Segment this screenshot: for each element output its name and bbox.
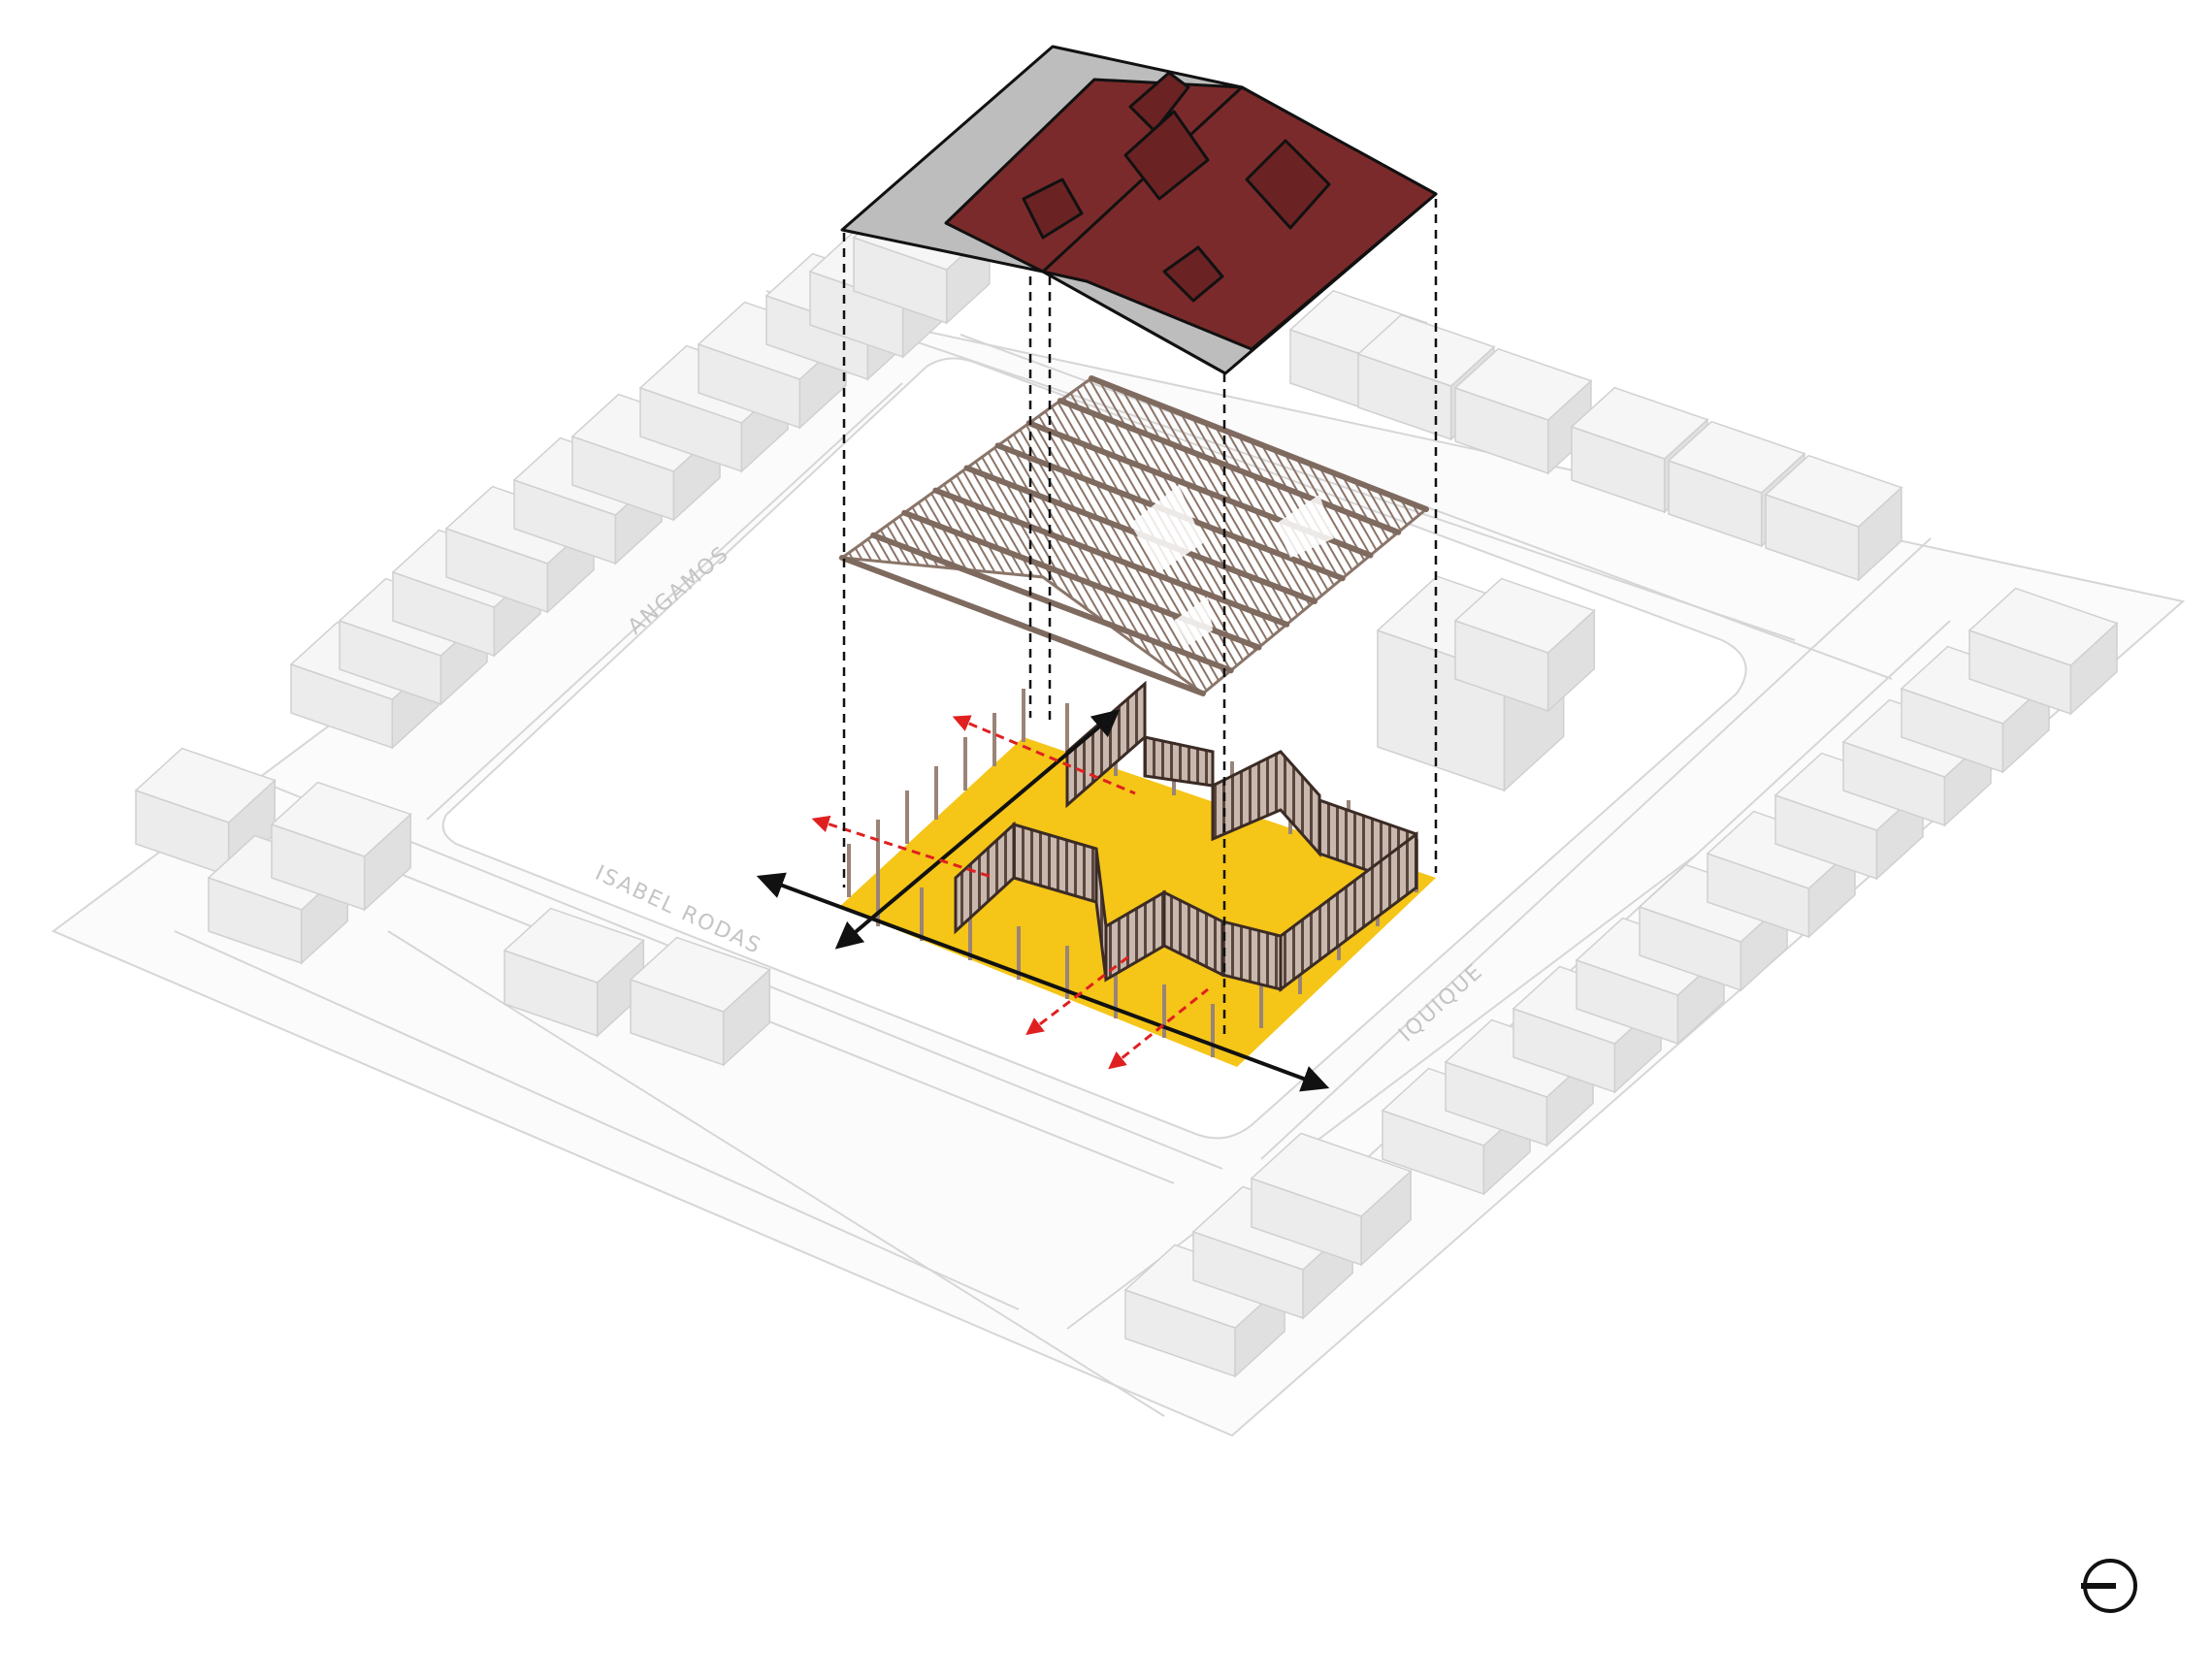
north-arrow-icon: [2081, 1559, 2137, 1613]
context-building: [134, 747, 276, 878]
vent-arrow: [1108, 987, 1209, 1070]
context-building: [270, 781, 412, 912]
context-building: [1250, 1132, 1413, 1267]
context-building: [1764, 454, 1903, 582]
roof-structure: [837, 375, 1429, 696]
skylight-opening: [1174, 597, 1213, 645]
circulation-arrows: [756, 709, 1330, 1092]
roof-ridge: [1041, 85, 1244, 274]
vent-arrow: [1025, 953, 1131, 1036]
roof-red-surface: [944, 78, 1438, 351]
projection-lines: [842, 199, 1438, 1038]
roof-skylight: [1123, 110, 1210, 201]
roof-valley: [1042, 270, 1226, 375]
context-building: [503, 907, 645, 1038]
street-edge: [387, 930, 1165, 1417]
skylight-opening: [1276, 495, 1334, 558]
roof-skylight: [1022, 177, 1084, 240]
roof-skylight: [1162, 245, 1224, 303]
context-buildings: [134, 197, 2119, 1378]
arrow-transverse: [834, 709, 1121, 950]
street-edge: [1260, 537, 1932, 1160]
vent-arrow: [952, 715, 1136, 795]
skylight-opening: [1130, 485, 1203, 572]
roof-skylight: [1128, 71, 1190, 133]
purlin: [932, 487, 1290, 628]
context-building: [1453, 347, 1593, 475]
roof-skylight: [1245, 139, 1331, 230]
context-building: [1968, 587, 2119, 716]
purlin: [1057, 398, 1402, 535]
purlin: [839, 555, 1206, 696]
purlin: [1089, 375, 1429, 512]
street-edge: [174, 930, 1020, 1310]
street-edge: [426, 382, 903, 821]
context-building: [1453, 577, 1596, 713]
roof-level: [840, 45, 1438, 375]
purlin: [870, 532, 1234, 674]
